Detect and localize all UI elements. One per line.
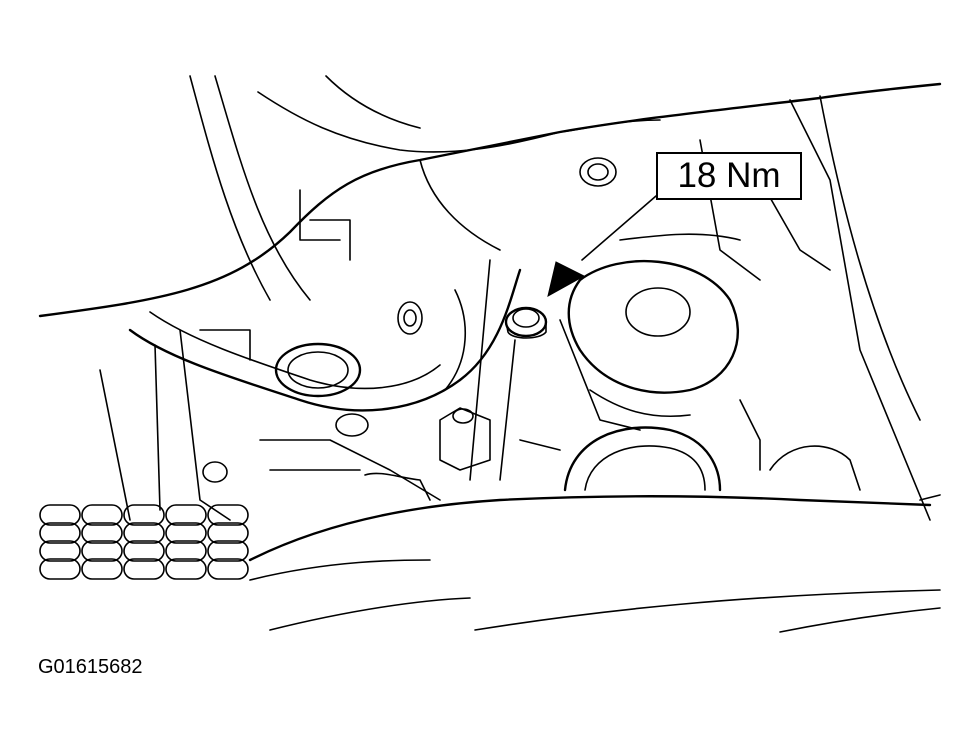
upper-cover xyxy=(38,75,942,318)
coil-grille xyxy=(39,504,249,580)
leader-line xyxy=(581,195,657,261)
arrow-pointer-icon xyxy=(547,261,586,297)
pulley-housing xyxy=(559,95,931,521)
rod xyxy=(469,259,516,481)
port-left xyxy=(202,157,617,483)
figure-code: G01615682 xyxy=(38,656,143,678)
torque-callout: 18 Nm xyxy=(656,152,802,200)
lower-housing xyxy=(519,399,861,492)
lower-panel xyxy=(248,494,941,633)
left-bracket xyxy=(99,189,441,521)
bolt-icon xyxy=(504,306,548,339)
hose-loop xyxy=(128,268,522,412)
torque-value: 18 Nm xyxy=(677,156,781,195)
connector-clip xyxy=(364,407,491,501)
